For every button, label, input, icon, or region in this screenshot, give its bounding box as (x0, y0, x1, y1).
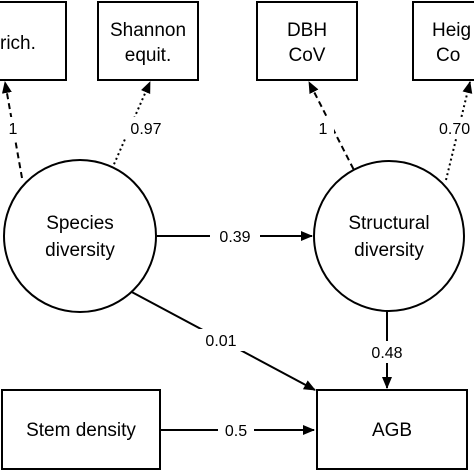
edge-label-bg (218, 419, 254, 441)
edge-label-bg (210, 225, 260, 247)
edge-label-structural-to-dbh: 1 (319, 121, 328, 138)
edge-label-structural-to-agb: 0.48 (371, 345, 402, 362)
node-stem-density: Stem density (1, 389, 161, 470)
edge-label-bg (122, 117, 170, 139)
edge-label-bg (197, 329, 245, 351)
svg-text:AGB: AGB (372, 420, 412, 441)
svg-text:CoV: CoV (289, 45, 326, 66)
svg-text:equit.: equit. (125, 45, 171, 66)
svg-text:diversity: diversity (354, 240, 424, 261)
edge-label-structural-to-height: 0.70 (439, 121, 470, 138)
svg-text:Co: Co (436, 45, 460, 66)
node-structural-diversity: Structural diversity (313, 160, 465, 312)
edge-label-stem-to-agb: 0.5 (225, 423, 247, 440)
svg-text:Stem density: Stem density (26, 420, 136, 441)
node-species-diversity: Species diversity (3, 159, 157, 313)
edge-label-species-to-shannon: 0.97 (130, 121, 161, 138)
svg-text:Species: Species (46, 213, 114, 234)
edge-label-species-to-structural: 0.39 (219, 229, 250, 246)
svg-text:Structural: Structural (348, 213, 429, 234)
edge-species-to-richness (1, 81, 23, 179)
edge-label-bg (365, 341, 409, 363)
edge-label-species-to-richness: 1 (9, 121, 18, 138)
node-species-richness: rich. (0, 1, 67, 81)
node-height-cov: Heig Co (412, 1, 474, 81)
svg-text:diversity: diversity (45, 240, 115, 261)
edge-label-bg (436, 117, 474, 139)
node-agb: AGB (316, 389, 468, 470)
edge-label-bg (312, 117, 334, 139)
node-shannon-equitability: Shannon equit. (97, 1, 199, 81)
svg-text:Heig: Heig (432, 20, 471, 41)
svg-text:rich.: rich. (0, 33, 36, 54)
node-dbh-cov: DBH CoV (256, 1, 358, 81)
edge-label-species-to-agb: 0.01 (205, 333, 236, 350)
svg-text:Shannon: Shannon (110, 20, 186, 41)
edge-label-bg (2, 117, 24, 139)
svg-text:DBH: DBH (287, 20, 327, 41)
